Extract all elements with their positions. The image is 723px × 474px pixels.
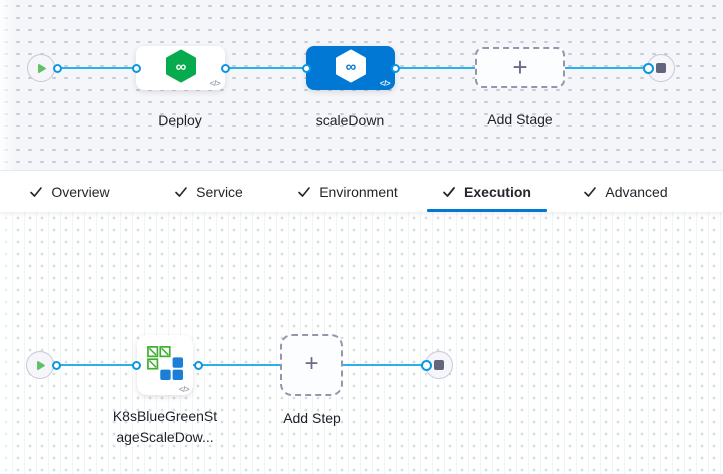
tab-overview[interactable]: Overview	[0, 171, 139, 212]
checkmark-icon	[442, 185, 456, 199]
port-dot-end	[642, 62, 654, 74]
active-tab-underline	[426, 209, 547, 212]
plus-icon: +	[512, 51, 528, 82]
play-icon	[34, 359, 47, 372]
stage-card-scaledown[interactable]: ∞ </>	[306, 46, 395, 90]
code-icon: </>	[209, 79, 221, 88]
step-label-line1: K8sBlueGreenSt	[112, 408, 218, 424]
checkmark-icon	[29, 185, 43, 199]
tab-execution[interactable]: Execution	[417, 171, 556, 212]
stage-tabbar: Overview Service Environment Execution A…	[0, 170, 723, 212]
checkmark-icon	[297, 185, 311, 199]
cd-stage-icon-selected: ∞	[333, 48, 369, 89]
port-dot	[131, 360, 141, 370]
tab-label: Advanced	[605, 183, 668, 200]
canvas-left-fade	[0, 212, 16, 474]
plus-icon: +	[304, 350, 319, 377]
canvas-left-fade	[0, 0, 16, 170]
step-card-k8s-bluegreen-scaledown[interactable]: </>	[137, 335, 193, 395]
stage-label-deploy: Deploy	[158, 112, 202, 128]
stage-label-scaledown: scaleDown	[315, 112, 385, 128]
tab-advanced[interactable]: Advanced	[556, 171, 695, 212]
checkmark-icon	[174, 185, 188, 199]
port-dot	[131, 63, 141, 73]
execution-canvas: </> + K8sBlueGreenSt ageScaleDow... Add …	[0, 212, 723, 474]
code-icon: </>	[379, 79, 391, 88]
tab-label: Execution	[464, 183, 531, 200]
port-dot	[301, 63, 311, 73]
pipeline-start-node	[27, 54, 55, 82]
add-step-button[interactable]: +	[280, 334, 343, 396]
stop-icon	[434, 360, 444, 370]
port-dot	[193, 360, 203, 370]
step-edge-line	[40, 363, 439, 367]
port-dot	[52, 63, 62, 73]
code-icon: </>	[178, 385, 190, 394]
cd-stage-icon: ∞	[163, 48, 199, 89]
port-dot-end	[420, 359, 432, 371]
tab-label: Environment	[319, 183, 398, 200]
svg-text:∞: ∞	[175, 58, 186, 75]
port-dot	[220, 63, 230, 73]
k8s-bluegreen-scaledown-icon	[145, 345, 185, 386]
checkmark-icon	[583, 185, 597, 199]
add-step-label: Add Step	[283, 410, 341, 426]
step-label: K8sBlueGreenSt ageScaleDow...	[95, 406, 235, 448]
port-dot	[390, 63, 400, 73]
stage-card-deploy[interactable]: ∞ </>	[136, 46, 225, 90]
tab-service[interactable]: Service	[139, 171, 278, 212]
tab-environment[interactable]: Environment	[278, 171, 417, 212]
port-dot	[51, 360, 61, 370]
tab-label: Service	[196, 183, 243, 200]
svg-text:∞: ∞	[345, 58, 356, 75]
add-stage-label: Add Stage	[487, 111, 553, 127]
execution-start-node	[26, 351, 54, 379]
step-label-line2: ageScaleDow...	[116, 429, 214, 445]
stage-canvas: ∞ </> ∞ </> + Deploy scaleDown Add	[0, 0, 723, 170]
stop-icon	[656, 63, 666, 73]
tab-label: Overview	[51, 183, 110, 200]
add-stage-button[interactable]: +	[475, 47, 565, 88]
play-icon	[35, 62, 48, 75]
